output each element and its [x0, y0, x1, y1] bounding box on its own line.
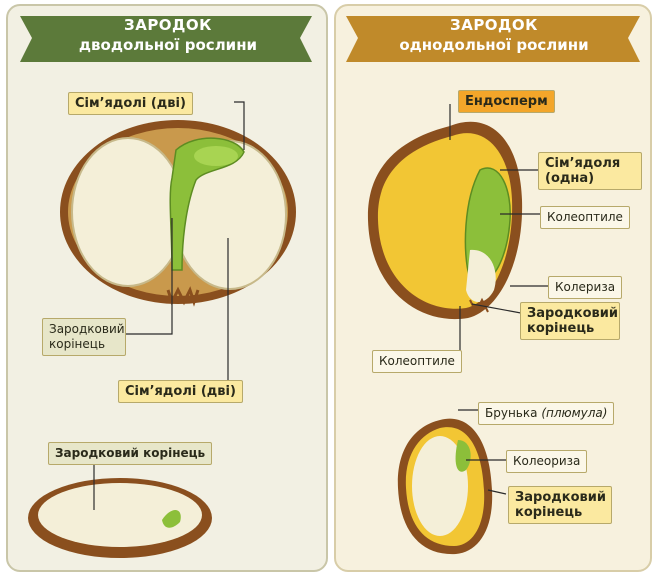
- monocot-seed-illustration: [368, 122, 522, 319]
- monocot-title-line2: однодольної рослини: [350, 36, 638, 54]
- label-plumule: Брунька (плюмула): [478, 402, 614, 425]
- label-endosperm: Ендосперм: [458, 90, 555, 113]
- dicot-title: ЗАРОДОК дводольної рослини: [24, 16, 312, 54]
- dicot-title-line2: дводольної рослини: [24, 36, 312, 54]
- label-coleorhiza: Колериза: [548, 276, 622, 299]
- label-radicle-monocot: Зародковий корінець: [520, 302, 620, 340]
- dicot-seed-small-illustration: [28, 478, 212, 558]
- label-cotyledons-bottom: Сім’ядолі (дві): [118, 380, 243, 403]
- label-plumule-prefix: Брунька: [485, 406, 537, 420]
- dicot-seed-illustration: [60, 120, 296, 304]
- label-cotyledons-top: Сім’ядолі (дві): [68, 92, 193, 115]
- label-plumule-italic: (плюмула): [541, 406, 607, 420]
- label-coleorhiza2: Колеориза: [506, 450, 587, 473]
- label-cotyledon: Сім’ядоля (одна): [538, 152, 642, 190]
- label-radicle: Зародковий корінець: [42, 318, 126, 356]
- monocot-seed-small-illustration: [398, 419, 492, 554]
- label-radicle-small: Зародковий корінець: [48, 442, 212, 465]
- label-coleoptile-left: Колеоптиле: [372, 350, 462, 373]
- label-radicle-monocot-2: Зародковий корінець: [508, 486, 612, 524]
- monocot-title: ЗАРОДОК однодольної рослини: [350, 16, 638, 54]
- dicot-title-line1: ЗАРОДОК: [24, 16, 312, 34]
- label-coleoptile-right: Колеоптиле: [540, 206, 630, 229]
- monocot-title-line1: ЗАРОДОК: [350, 16, 638, 34]
